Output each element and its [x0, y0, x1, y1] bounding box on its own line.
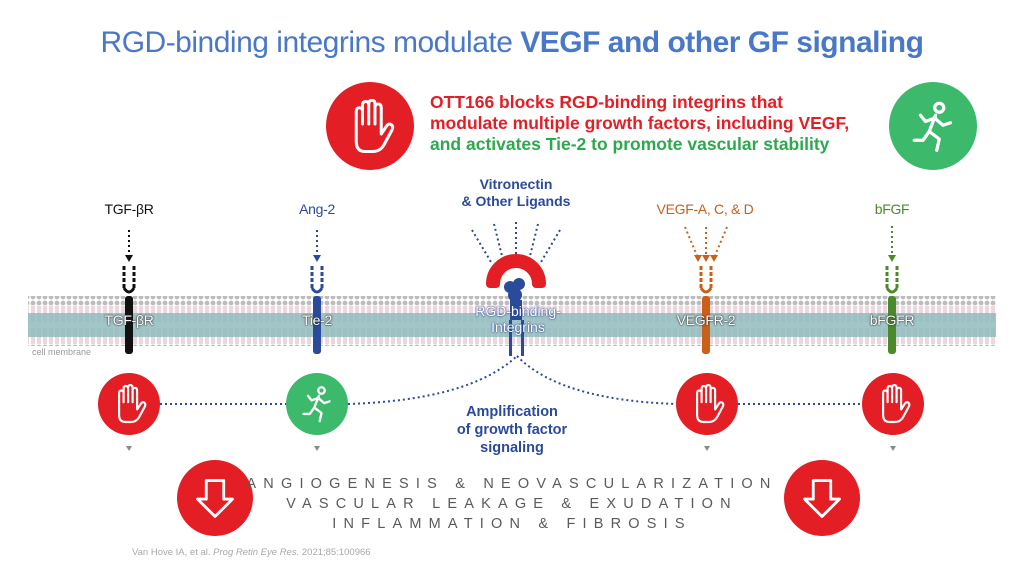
amplification-line-3: signaling	[480, 440, 544, 456]
statement-line-2: modulate multiple growth factors, includ…	[430, 113, 850, 133]
mechanism-statement: OTT166 blocks RGD-binding integrins that…	[430, 92, 849, 155]
tie2-receptor	[310, 266, 324, 354]
down-pointers	[126, 446, 896, 451]
citation-authors: Van Hove IA, et al.	[132, 547, 214, 558]
vegf-ligand-label: VEGF-A, C, & D	[656, 201, 754, 217]
vegf-ligand-arrow-right	[713, 226, 728, 259]
outcome-item: ANGIOGENESIS & NEOVASCULARIZATION	[246, 476, 778, 492]
tie2-receptor-label: Tie-2	[302, 312, 332, 328]
vegf-ligand-arrow-left	[684, 226, 699, 259]
bfgf-ligand-label: bFGF	[874, 201, 910, 217]
rgd-label-line-2: Integrins	[491, 319, 545, 335]
header-block-badge	[326, 82, 414, 170]
vitronectin-rays	[471, 222, 561, 263]
amplification-line-1: Amplification	[466, 404, 558, 420]
vitronectin-label: Vitronectin & Other Ligands	[462, 176, 571, 210]
vegfr2-receptor-label: VEGFR-2	[676, 312, 736, 328]
header-activate-badge	[889, 82, 977, 170]
title-emphasis: VEGF and other GF signaling	[520, 26, 924, 59]
vegfr2-receptor	[699, 266, 713, 354]
integrin-blocker-cap	[486, 254, 546, 288]
page-title: RGD-binding integrins modulate VEGF and …	[0, 26, 1024, 60]
title-prefix: RGD-binding integrins modulate	[100, 26, 521, 59]
signaling-pathway-lines	[160, 355, 862, 405]
rgd-label-line-1: RGD-binding-	[475, 303, 561, 319]
amplification-line-2: of growth factor	[456, 422, 568, 438]
tgf-receptor	[122, 266, 136, 354]
citation-details: 2021;85:100966	[299, 547, 371, 558]
tgf-ligand-label: TGF-βR	[104, 201, 154, 217]
outcome-decrease-badge-left	[177, 460, 253, 536]
bfgfr-receptor-label: bFGFR	[869, 312, 915, 328]
tgf-receptor-label: TGF-βR	[104, 312, 154, 328]
outcome-list: ANGIOGENESIS & NEOVASCULARIZATION VASCUL…	[246, 474, 777, 534]
bfgfr-receptor	[885, 266, 899, 354]
cell-membrane-label: cell membrane	[32, 347, 92, 357]
tgf-block-badge	[98, 373, 160, 435]
outcome-decrease-badge-right	[784, 460, 860, 536]
vegfr2-block-badge	[676, 373, 738, 435]
vitronectin-line-2: & Other Ligands	[461, 193, 571, 209]
outcome-item: INFLAMMATION & FIBROSIS	[332, 516, 692, 532]
outcome-item: VASCULAR LEAKAGE & EXUDATION	[286, 496, 738, 512]
bfgfr-block-badge	[862, 373, 924, 435]
ang2-ligand-label: Ang-2	[299, 201, 335, 217]
rgd-integrin	[504, 278, 525, 356]
citation: Van Hove IA, et al. Prog Retin Eye Res. …	[132, 547, 371, 558]
tie2-activate-badge	[286, 373, 348, 435]
citation-journal: Prog Retin Eye Res.	[213, 547, 300, 558]
statement-line-3: and activates Tie-2 to promote vascular …	[430, 134, 830, 154]
vitronectin-line-1: Vitronectin	[479, 176, 553, 192]
statement-line-1: OTT166 blocks RGD-binding integrins that	[430, 92, 783, 112]
rgd-integrin-label: RGD-binding- Integrins	[475, 303, 561, 335]
amplification-label: Amplification of growth factor signaling	[457, 403, 567, 457]
